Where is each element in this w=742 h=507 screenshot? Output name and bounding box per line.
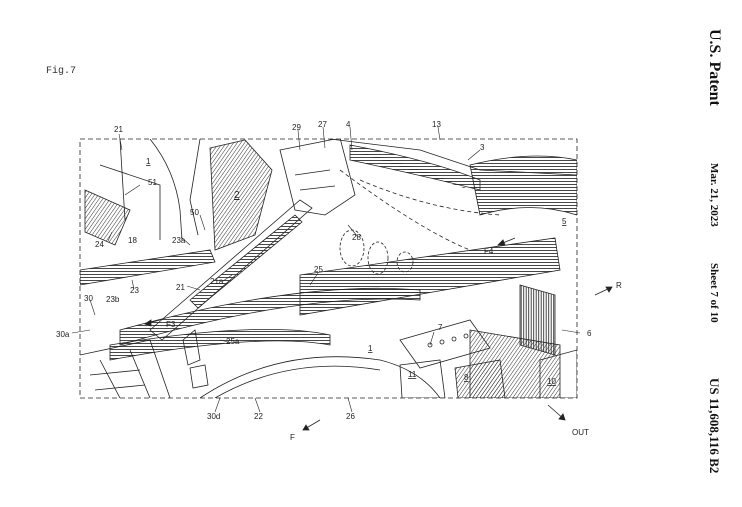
ref-50: 50 — [190, 208, 199, 217]
ref-1-top: 1 — [146, 157, 151, 166]
ref-7: 7 — [438, 323, 443, 332]
ref-2: 2 — [234, 190, 240, 201]
ref-29: 29 — [292, 123, 301, 132]
ref-30: 30 — [84, 294, 93, 303]
patent-date: Mar. 21, 2023 — [708, 163, 720, 227]
ref-30d: 30d — [207, 412, 220, 421]
ref-24: 24 — [95, 240, 104, 249]
patent-title: U.S. Patent — [706, 29, 723, 106]
reference-numerals: 21 1 29 27 4 13 3 2 51 50 28 5 24 18 23a… — [56, 120, 622, 442]
ref-51: 51 — [148, 178, 157, 187]
leader-lines — [71, 126, 581, 413]
ref-22: 22 — [254, 412, 263, 421]
ref-4: 4 — [346, 120, 351, 129]
ref-F: F — [290, 433, 295, 442]
ref-21-top: 21 — [114, 125, 123, 134]
ref-23a: 23a — [172, 236, 186, 245]
ref-27: 27 — [318, 120, 327, 129]
ref-6: 6 — [587, 329, 592, 338]
ref-30a: 30a — [56, 330, 70, 339]
figure-label: Fig.7 — [46, 66, 77, 77]
ref-23b: 23b — [106, 295, 120, 304]
patent-header: U.S. Patent Mar. 21, 2023 Sheet 7 of 10 … — [690, 0, 742, 507]
ref-21-mid: 21 — [176, 283, 185, 292]
ref-21a: 21a — [210, 277, 224, 286]
ref-23: 23 — [130, 286, 139, 295]
ref-26: 26 — [346, 412, 355, 421]
patent-number: US 11,608,116 B2 — [707, 377, 722, 474]
ref-13: 13 — [432, 120, 441, 129]
ref-R: R — [616, 281, 622, 290]
ref-25a: 25a — [226, 337, 240, 346]
mechanical-linework — [80, 139, 577, 398]
ref-28: 28 — [352, 233, 361, 242]
ref-F4: F4 — [484, 247, 494, 256]
ref-8: 8 — [464, 373, 469, 382]
ref-OUT: OUT — [572, 428, 589, 437]
ref-25: 25 — [314, 265, 323, 274]
direction-arrows — [144, 237, 613, 431]
sheet-number: Sheet 7 of 10 — [708, 262, 720, 323]
ref-1-bottom: 1 — [368, 344, 373, 353]
ref-11: 11 — [408, 370, 417, 379]
ref-3: 3 — [480, 143, 485, 152]
ref-F3: F3 — [166, 320, 176, 329]
ref-18: 18 — [128, 236, 137, 245]
ref-10: 10 — [547, 377, 556, 386]
section-frame — [79, 138, 578, 399]
ref-5: 5 — [562, 217, 567, 226]
